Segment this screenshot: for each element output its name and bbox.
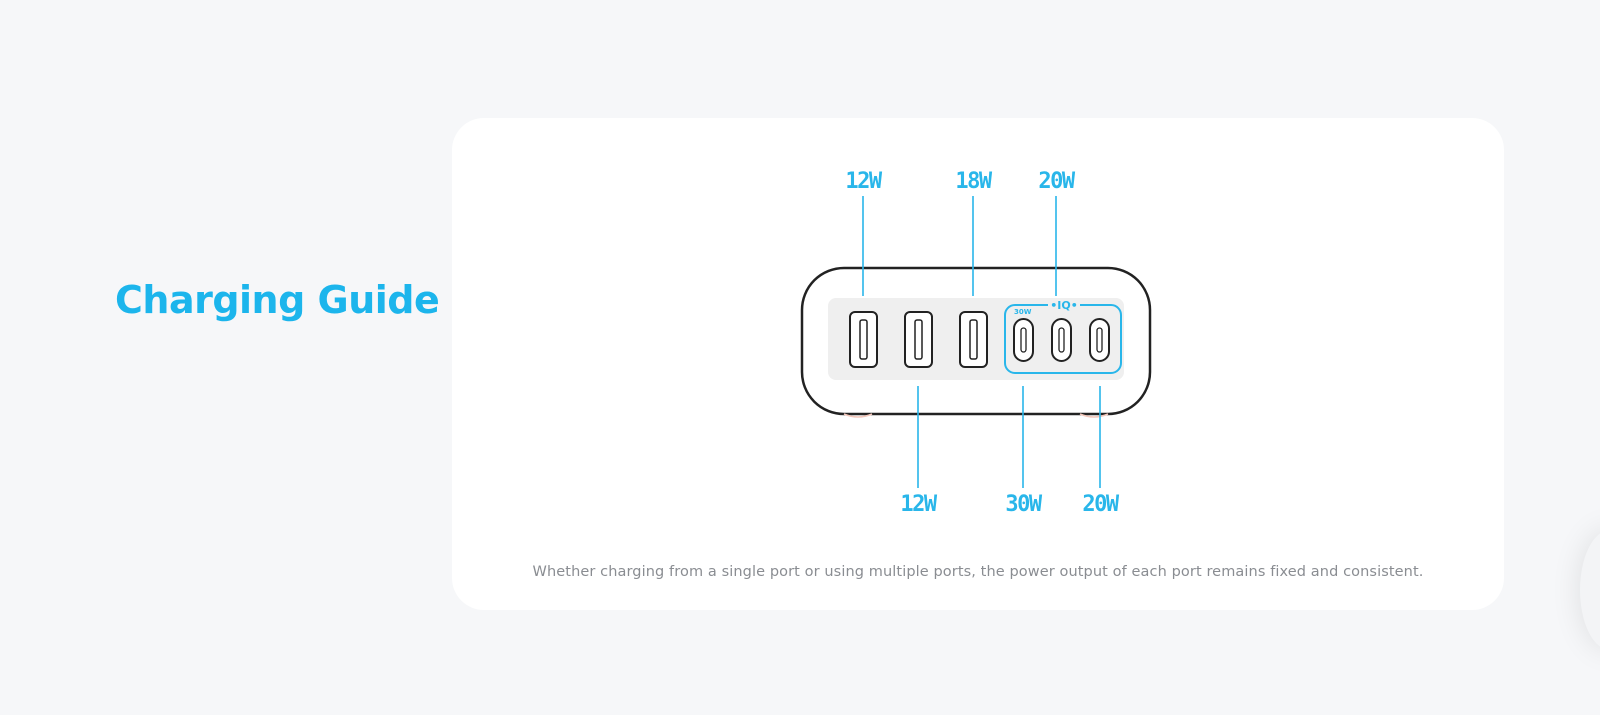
caption: Whether charging from a single port or u…: [532, 564, 1424, 580]
usb-c-port-3: [1089, 318, 1110, 362]
usb-a-port-3: [959, 311, 988, 368]
bottom-label-3: 20W: [1082, 492, 1119, 517]
top-label-3: 20W: [1038, 169, 1075, 194]
charger-foot-left: [843, 413, 873, 418]
charging-guide-card: •IQ• 30W 12W 18W 20W: [452, 118, 1504, 610]
usb-a-port-2: [904, 311, 933, 368]
charger-port-diagram: •IQ• 30W 12W 18W 20W: [800, 169, 1152, 517]
section-title: Charging Guide: [115, 278, 440, 322]
bottom-label-2: 30W: [1005, 492, 1042, 517]
usb-c-port-1: [1013, 318, 1034, 362]
usb-a-port-1: [849, 311, 878, 368]
first-c-port-label: 30W: [1014, 308, 1032, 316]
iq-label-mask: [1048, 298, 1080, 310]
usb-c-port-2: [1051, 318, 1072, 362]
edge-shadow-decoration: [1580, 530, 1600, 650]
top-label-1: 12W: [845, 169, 882, 194]
top-label-2: 18W: [955, 169, 992, 194]
charger-foot-right: [1079, 413, 1109, 418]
bottom-label-1: 12W: [900, 492, 937, 517]
iq-label: •IQ•: [1050, 299, 1078, 312]
